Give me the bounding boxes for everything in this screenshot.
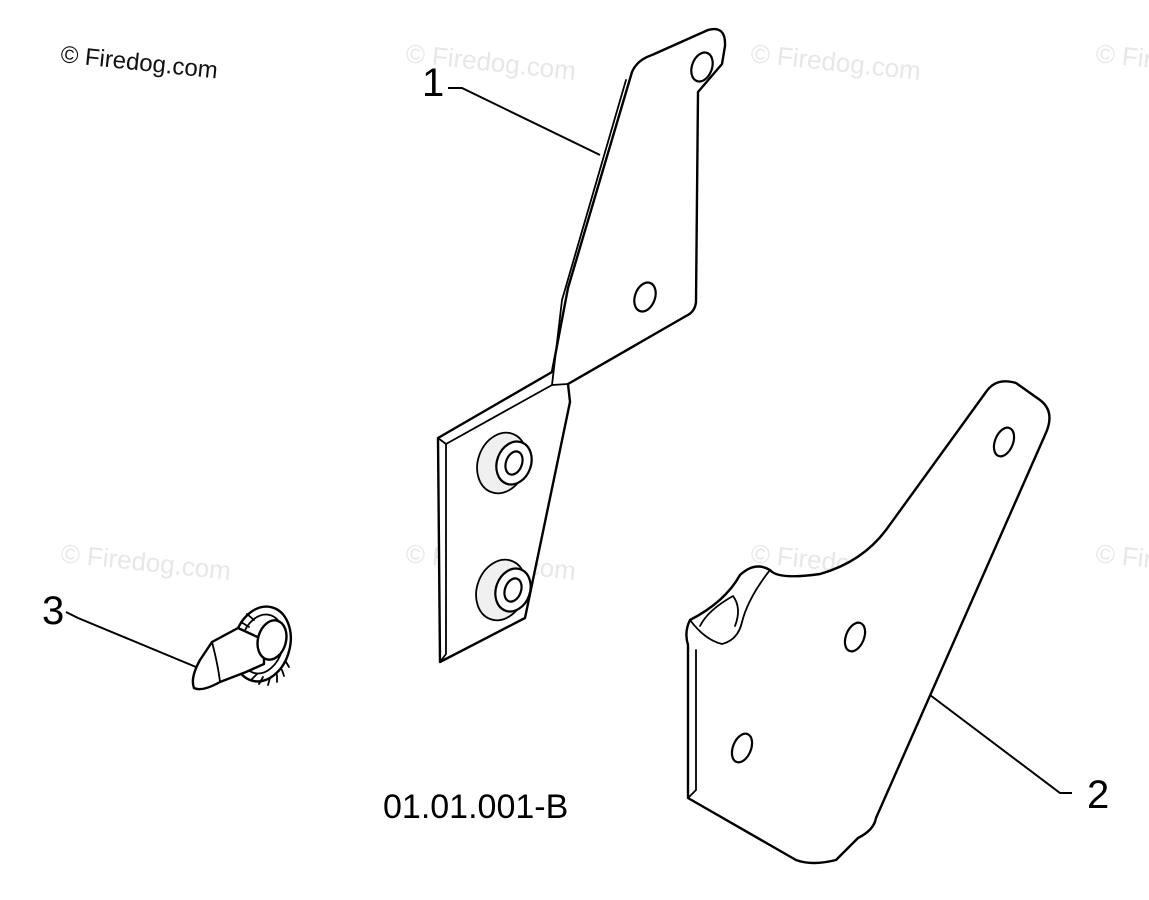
leader-line-3 [65, 611, 197, 668]
watermark: © Firedog.com [1094, 38, 1149, 86]
leader-line-1 [448, 87, 601, 156]
drawing-code: 01.01.001-B [383, 788, 568, 826]
copyright-text: © Firedog.com [59, 41, 219, 84]
part-3-bolt [191, 605, 292, 691]
part-2-bracket [685, 380, 1051, 865]
callout-1: 1 [422, 61, 444, 105]
leader-line-2 [929, 694, 1072, 794]
part-1-bracket [436, 27, 727, 664]
watermark: © Firedog.com [59, 538, 232, 586]
callout-3: 3 [42, 589, 64, 633]
watermark: © Firedog.com [1094, 538, 1149, 586]
watermark: © Firedog.com [749, 38, 922, 86]
callout-2: 2 [1087, 773, 1109, 817]
